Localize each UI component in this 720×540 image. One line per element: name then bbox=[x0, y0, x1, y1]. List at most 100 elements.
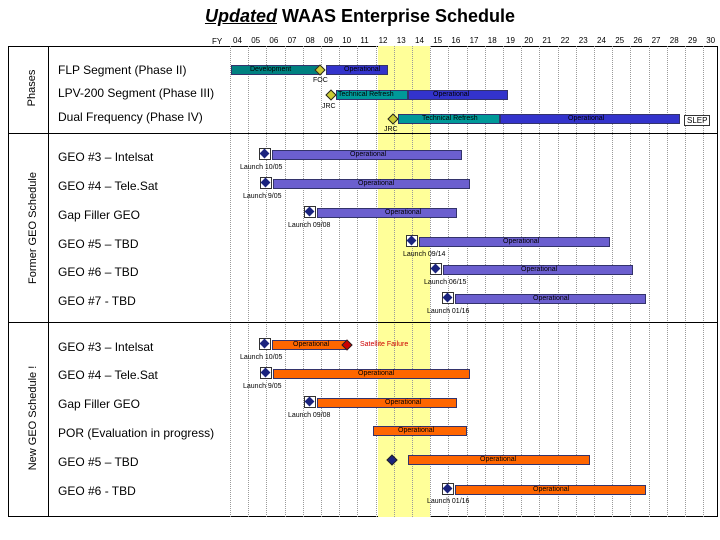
milestone-new-geo4-launch-icon bbox=[260, 367, 272, 379]
year-gridline-19 bbox=[503, 46, 504, 517]
year-gridline-20 bbox=[521, 46, 523, 517]
year-label-28: 28 bbox=[669, 36, 679, 45]
row-label-former-gapfiller: Gap Filler GEO bbox=[58, 208, 141, 222]
year-gridline-09 bbox=[321, 46, 322, 517]
section-divider-1 bbox=[8, 133, 718, 134]
bar-former-gapfiller-operational bbox=[317, 208, 457, 218]
milestone-former-geo7-launch-label: Launch 01/16 bbox=[427, 308, 470, 315]
fy-label: FY bbox=[212, 37, 223, 46]
bar-former-geo3-operational bbox=[272, 150, 462, 160]
year-label-25: 25 bbox=[615, 36, 625, 45]
bar-lpv-tech-refresh bbox=[336, 90, 408, 100]
milestone-lpv-jrc-label: JRC bbox=[322, 103, 336, 110]
year-label-19: 19 bbox=[506, 36, 515, 45]
bar-new-geo4-operational-label: Operational bbox=[358, 370, 395, 377]
year-label-27: 27 bbox=[651, 36, 661, 45]
bar-new-geo3-operational-label: Operational bbox=[293, 341, 330, 348]
year-gridline-28 bbox=[666, 46, 668, 517]
section-label-new: New GEO Schedule ! bbox=[27, 365, 39, 471]
milestone-former-geo7-launch-icon bbox=[442, 292, 454, 304]
year-gridline-23 bbox=[575, 46, 577, 517]
milestone-new-geo6-launch-label: Launch 01/16 bbox=[427, 498, 470, 505]
milestone-dual-jrc-label: JRC bbox=[384, 126, 398, 133]
section-divider-2 bbox=[8, 322, 718, 323]
year-gridline-24 bbox=[594, 46, 595, 517]
bar-new-por-operational-label: Operational bbox=[398, 427, 435, 434]
year-label-14: 14 bbox=[415, 36, 424, 45]
milestone-former-geo4-launch-label: Launch 9/05 bbox=[243, 193, 282, 200]
year-label-26: 26 bbox=[633, 36, 643, 45]
year-label-07: 07 bbox=[287, 36, 297, 45]
milestone-new-geo3-launch-icon bbox=[259, 338, 271, 350]
milestone-former-geo4-launch-icon bbox=[260, 177, 272, 189]
year-label-20: 20 bbox=[524, 36, 534, 45]
row-label-former-geo5: GEO #5 – TBD bbox=[58, 237, 139, 251]
bar-dual-slep-label: SLEP bbox=[684, 115, 711, 126]
year-gridline-25 bbox=[612, 46, 614, 517]
year-gridline-06 bbox=[266, 46, 268, 517]
year-label-17: 17 bbox=[469, 36, 479, 45]
bar-new-geo5-operational bbox=[408, 455, 590, 465]
year-label-23: 23 bbox=[578, 36, 588, 45]
bar-new-por-operational bbox=[373, 426, 467, 436]
bar-former-geo4-operational bbox=[273, 179, 470, 189]
milestone-new-geo6-launch-icon bbox=[442, 483, 454, 495]
milestone-former-geo6-launch-label: Launch 06/15 bbox=[424, 279, 467, 286]
milestone-new-geo3-launch-label: Launch 10/05 bbox=[240, 354, 283, 361]
row-label-new-geo3: GEO #3 – Intelsat bbox=[58, 340, 154, 354]
row-label-new-geo6: GEO #6 - TBD bbox=[58, 484, 136, 498]
page-title: Updated WAAS Enterprise Schedule bbox=[0, 6, 720, 27]
year-label-12: 12 bbox=[378, 36, 388, 45]
milestone-new-geo4-launch-label: Launch 9/05 bbox=[243, 383, 282, 390]
bar-dual-operational-label: Operational bbox=[568, 115, 605, 122]
bar-former-geo5-operational-label: Operational bbox=[503, 238, 540, 245]
year-gridline-08 bbox=[302, 46, 304, 517]
year-gridline-17 bbox=[466, 46, 468, 517]
milestone-new-geo3-failure-label: Satellite Failure bbox=[360, 341, 409, 348]
bar-new-geo6-operational bbox=[455, 485, 646, 495]
bar-lpv-operational-label: Operational bbox=[433, 91, 470, 98]
year-gridline-21 bbox=[539, 46, 541, 517]
year-label-05: 05 bbox=[251, 36, 261, 45]
bar-former-geo5-operational bbox=[419, 237, 610, 247]
year-gridline-22 bbox=[557, 46, 559, 517]
row-label-former-geo7: GEO #7 - TBD bbox=[58, 294, 136, 308]
bar-former-gapfiller-operational-label: Operational bbox=[385, 209, 422, 216]
year-label-18: 18 bbox=[487, 36, 497, 45]
milestone-former-gapfiller-launch-icon bbox=[304, 206, 316, 218]
year-gridline-15 bbox=[430, 46, 432, 517]
year-gridline-13 bbox=[393, 46, 395, 517]
bar-new-geo4-operational bbox=[273, 369, 470, 379]
bar-former-geo4-operational-label: Operational bbox=[358, 180, 395, 187]
bar-new-gapfiller-operational bbox=[317, 398, 457, 408]
bar-flp-operational bbox=[326, 65, 388, 75]
bar-former-geo3-operational-label: Operational bbox=[350, 151, 387, 158]
row-label-dual: Dual Frequency (Phase IV) bbox=[58, 110, 203, 124]
bar-flp-development-label: Development bbox=[250, 66, 292, 73]
bar-lpv-tech-refresh-label: Technical Refresh bbox=[338, 91, 394, 98]
year-gridline-14 bbox=[412, 46, 413, 517]
year-label-22: 22 bbox=[560, 36, 570, 45]
row-label-former-geo6: GEO #6 – TBD bbox=[58, 265, 139, 279]
milestone-former-geo3-launch-icon bbox=[259, 148, 271, 160]
chart-frame bbox=[8, 46, 718, 517]
year-gridline-30 bbox=[703, 46, 705, 517]
year-label-24: 24 bbox=[597, 36, 606, 45]
milestone-new-gapfiller-launch-icon bbox=[304, 396, 316, 408]
row-label-former-geo3: GEO #3 – Intelsat bbox=[58, 150, 154, 164]
row-label-former-geo4: GEO #4 – Tele.Sat bbox=[58, 179, 158, 193]
bar-lpv-operational bbox=[408, 90, 508, 100]
bar-former-geo6-operational-label: Operational bbox=[521, 266, 558, 273]
year-label-08: 08 bbox=[305, 36, 315, 45]
milestone-new-gapfiller-launch-label: Launch 09/08 bbox=[288, 412, 331, 419]
year-gridline-05 bbox=[248, 46, 250, 517]
title-emphasis: Updated bbox=[204, 6, 277, 26]
year-label-29: 29 bbox=[688, 36, 697, 45]
bar-former-geo7-operational-label: Operational bbox=[533, 295, 570, 302]
bar-new-gapfiller-operational-label: Operational bbox=[385, 399, 422, 406]
year-label-09: 09 bbox=[324, 36, 333, 45]
milestone-former-geo6-launch-icon bbox=[430, 263, 442, 275]
bar-dual-tech-refresh bbox=[398, 114, 500, 124]
year-gridline-04 bbox=[230, 46, 231, 517]
year-label-11: 11 bbox=[360, 36, 369, 45]
